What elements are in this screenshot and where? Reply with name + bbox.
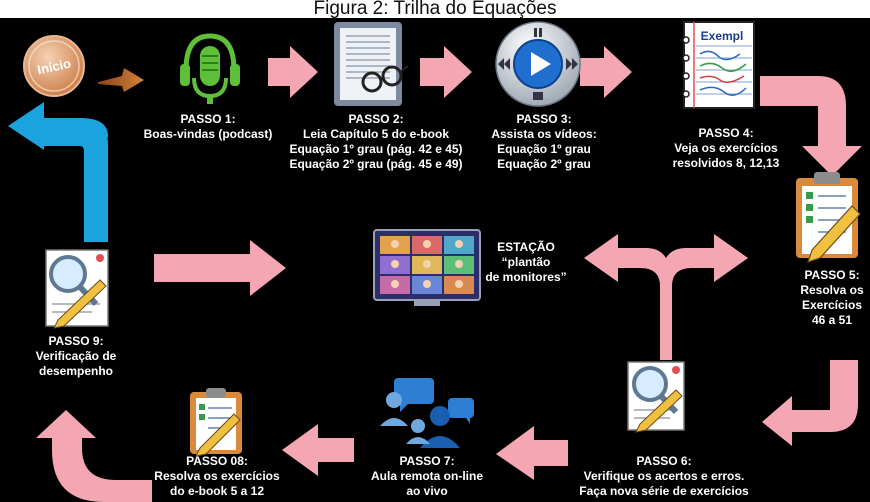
step-9-line-1: Verificação de bbox=[35, 349, 117, 363]
step-6-line-1: Verifique os acertos e erros. bbox=[583, 469, 745, 483]
step-7-title: PASSO 7: bbox=[399, 454, 455, 468]
step-6-line-2: Faça nova série de exercícios bbox=[579, 484, 749, 498]
step-8-title: PASSO 08: bbox=[186, 454, 248, 468]
step-5-title: PASSO 5: bbox=[804, 268, 860, 282]
start-badge-icon bbox=[23, 35, 85, 97]
clipboard-checklist-icon bbox=[796, 172, 861, 263]
arrow-p6-p7 bbox=[496, 426, 568, 480]
station-line-1: “plantão bbox=[501, 255, 551, 269]
step-1-title: PASSO 1: bbox=[180, 112, 236, 126]
arrow-p1-p2 bbox=[268, 46, 318, 98]
step-4-label: PASSO 4: Veja os exercícios resolvidos 8… bbox=[654, 126, 798, 171]
arrow-p7-p8 bbox=[282, 424, 354, 476]
arrow-p4-p5 bbox=[760, 76, 862, 176]
arrow-p9-back bbox=[8, 102, 108, 242]
step-4-title: PASSO 4: bbox=[698, 126, 754, 140]
station-line-2: de monitores” bbox=[485, 270, 567, 284]
step-3-line-2: Equação 1º grau bbox=[497, 142, 591, 156]
clipboard-checklist-icon-p8 bbox=[190, 388, 242, 457]
step-2-line-3: Equação 2º grau (pág. 45 e 49) bbox=[289, 157, 463, 171]
step-8-label: PASSO 08: Resolva os exercícios do e-boo… bbox=[152, 454, 282, 499]
ebook-glasses-icon bbox=[334, 22, 409, 106]
step-7-line-1: Aula remota on-line bbox=[370, 469, 483, 483]
step-4-line-2: resolvidos 8, 12,13 bbox=[672, 156, 780, 170]
step-9-line-2: desempenho bbox=[38, 364, 113, 378]
diagram-canvas: Início Exempl PASSO 1: Boas-vindas (podc… bbox=[0, 18, 870, 502]
microphone-headphones-icon bbox=[180, 33, 240, 104]
magnifier-report-icon-p9 bbox=[45, 249, 109, 329]
step-2-line-1: Leia Capítulo 5 do e-book bbox=[302, 127, 449, 141]
station-label: ESTAÇÃO “plantão de monitores” bbox=[484, 240, 568, 285]
start-badge-label: Início bbox=[36, 56, 72, 78]
arrow-p5-p6 bbox=[762, 360, 858, 446]
step-5-line-2: Exercícios bbox=[801, 298, 863, 312]
step-7-line-2: ao vivo bbox=[406, 484, 448, 498]
step-6-label: PASSO 6: Verifique os acertos e erros. F… bbox=[574, 454, 754, 499]
step-9-label: PASSO 9: Verificação de desempenho bbox=[20, 334, 132, 379]
arrow-fork bbox=[584, 234, 748, 360]
media-player-icon bbox=[495, 21, 581, 107]
arrow-p9-station bbox=[154, 240, 286, 296]
arrow-p8-p9 bbox=[36, 410, 152, 502]
example-notebook-label: Exempl bbox=[701, 29, 744, 43]
video-chat-icon bbox=[380, 378, 474, 448]
step-3-line-1: Assista os vídeos: bbox=[491, 127, 597, 141]
step-5-line-1: Resolva os bbox=[800, 283, 864, 297]
step-1-label: PASSO 1: Boas-vindas (podcast) bbox=[128, 112, 288, 142]
step-3-title: PASSO 3: bbox=[516, 112, 572, 126]
arrow-p9-back-body bbox=[44, 122, 108, 242]
figure-caption: Figura 2: Trilha do Equações bbox=[313, 0, 557, 18]
step-3-line-3: Equação 2º grau bbox=[497, 157, 591, 171]
step-5-label: PASSO 5: Resolva os Exercícios 46 a 51 bbox=[796, 268, 868, 328]
step-1-line-1: Boas-vindas (podcast) bbox=[143, 127, 273, 141]
step-7-label: PASSO 7: Aula remota on-line ao vivo bbox=[362, 454, 492, 499]
step-2-title: PASSO 2: bbox=[348, 112, 404, 126]
step-3-label: PASSO 3: Assista os vídeos: Equação 1º g… bbox=[484, 112, 604, 172]
arrow-p3-p4 bbox=[580, 46, 632, 98]
step-5-line-3: 46 a 51 bbox=[811, 313, 853, 327]
step-8-line-1: Resolva os exercícios bbox=[154, 469, 280, 483]
step-2-label: PASSO 2: Leia Capítulo 5 do e-book Equaç… bbox=[276, 112, 476, 172]
station-title: ESTAÇÃO bbox=[497, 240, 555, 254]
step-4-line-1: Veja os exercícios bbox=[674, 141, 778, 155]
step-2-line-2: Equação 1º grau (pág. 42 e 45) bbox=[289, 142, 463, 156]
step-8-line-2: do e-book 5 a 12 bbox=[169, 484, 265, 498]
flow-arrows: Início Exempl bbox=[8, 21, 862, 502]
example-notebook-icon bbox=[682, 21, 755, 109]
step-6-title: PASSO 6: bbox=[636, 454, 692, 468]
step-9-title: PASSO 9: bbox=[48, 334, 104, 348]
start-arrow bbox=[98, 68, 144, 92]
arrow-p2-p3 bbox=[420, 46, 472, 98]
video-conference-icon bbox=[373, 229, 481, 306]
magnifier-report-icon bbox=[627, 361, 685, 433]
